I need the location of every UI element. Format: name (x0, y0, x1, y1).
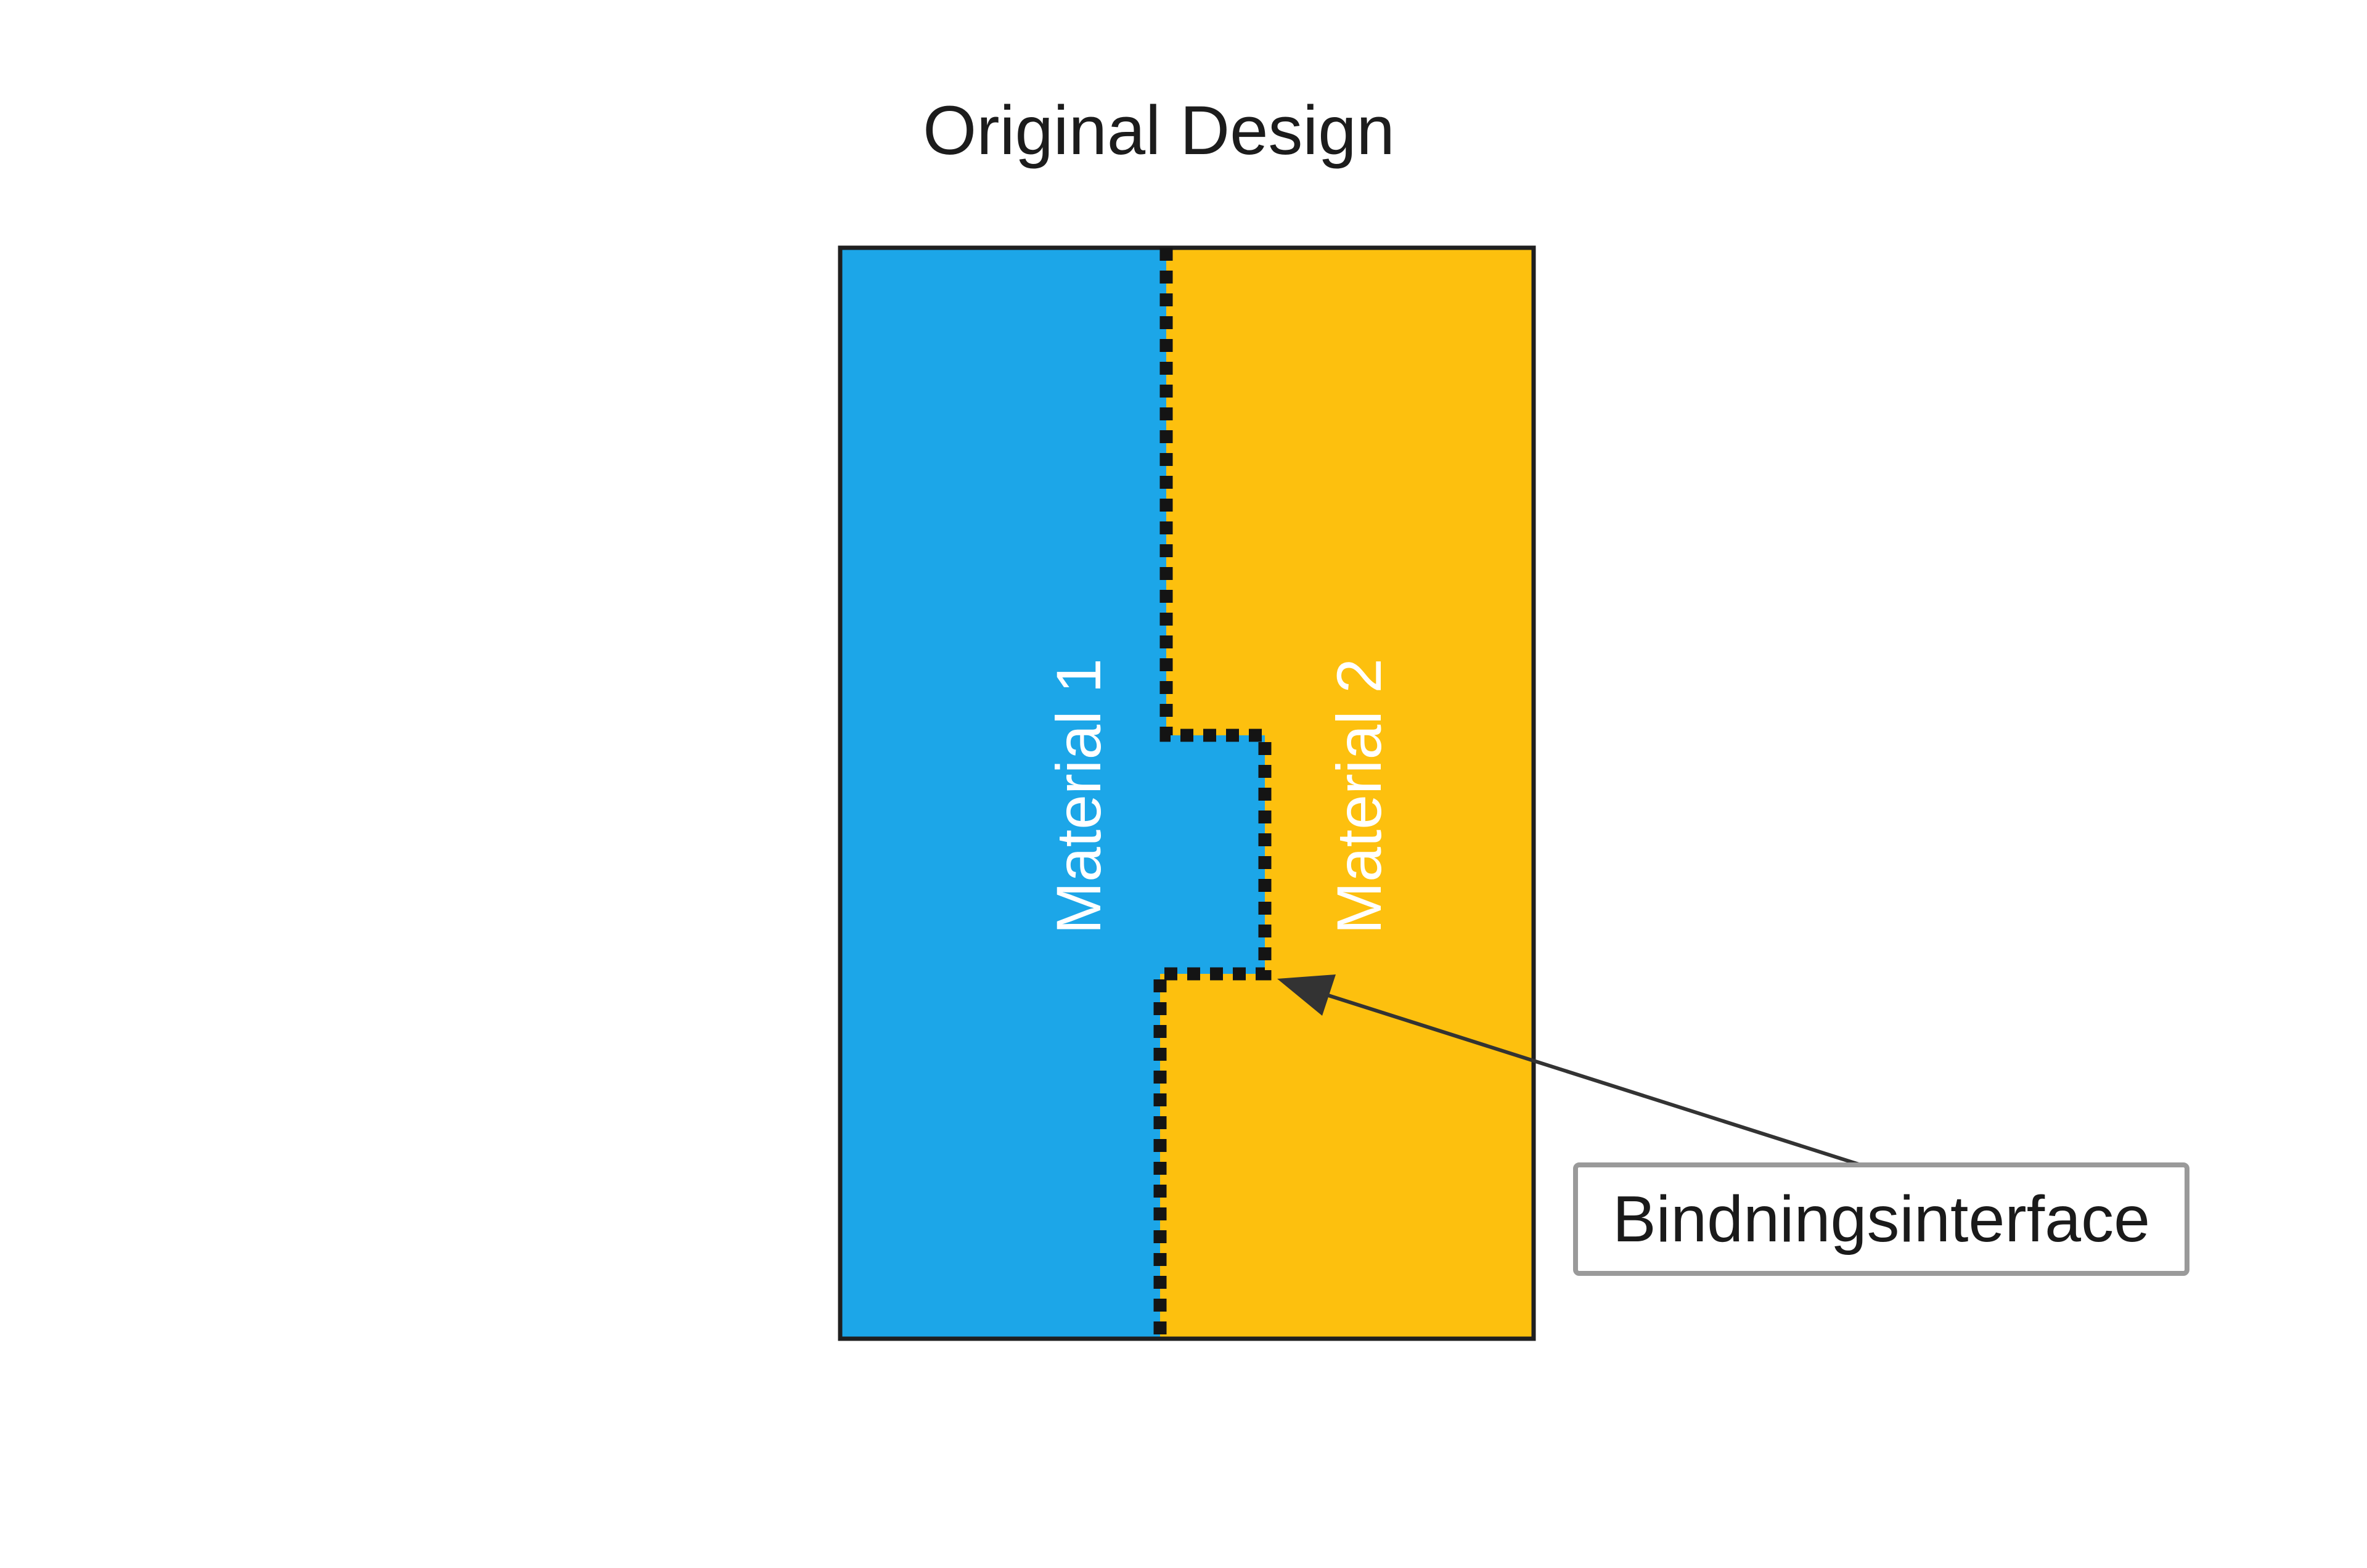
diagram-title: Original Design (923, 92, 1395, 169)
material-2-region (1160, 248, 1534, 1339)
material-1-label: Material 1 (1044, 658, 1114, 934)
binding-interface-line (1153, 248, 1272, 1339)
material-2-label: Material 2 (1324, 658, 1394, 934)
binding-interface-callout: Bindningsinterface (1573, 1162, 2189, 1276)
binding-interface-callout-label: Bindningsinterface (1612, 1182, 2151, 1256)
annotation-arrow (1277, 974, 1865, 1168)
material-1-region (840, 248, 1265, 1339)
arrow-head-icon (1277, 974, 1336, 1016)
diagram-outline (838, 245, 1536, 1341)
arrow-line (1326, 993, 1865, 1168)
